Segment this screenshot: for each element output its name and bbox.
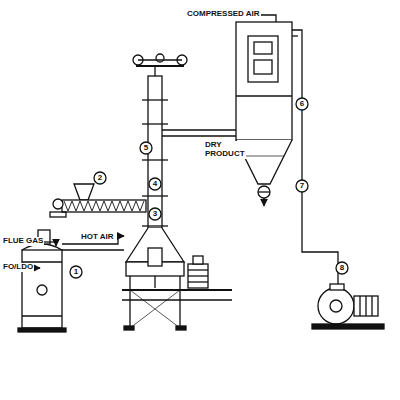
screw-feeder bbox=[50, 212, 66, 217]
bag-filter bbox=[254, 42, 272, 54]
flow-arrow bbox=[0, 0, 56, 268]
exhaust-fan bbox=[312, 284, 384, 329]
drying-column bbox=[122, 299, 232, 300]
bag-filter bbox=[254, 60, 272, 74]
callout-number: 2 bbox=[98, 174, 102, 183]
stream-label: COMPRESSED AIR bbox=[186, 10, 261, 19]
exhaust-duct bbox=[292, 35, 298, 36]
drying-column bbox=[130, 290, 180, 328]
bag-filter bbox=[236, 22, 292, 206]
stream-label: FLUE GAS bbox=[2, 237, 44, 246]
drying-column bbox=[154, 276, 155, 288]
furnace bbox=[37, 285, 47, 295]
column-top bbox=[136, 65, 184, 67]
bag-filter bbox=[236, 95, 292, 96]
drying-column bbox=[179, 276, 180, 328]
dryer-drawing bbox=[0, 0, 384, 332]
callout-number: 1 bbox=[74, 268, 78, 277]
callout-circle bbox=[149, 208, 161, 220]
bag-filter bbox=[258, 186, 270, 198]
bag-filter bbox=[236, 22, 292, 140]
drying-column bbox=[122, 76, 232, 330]
drying-column bbox=[148, 248, 162, 266]
callout-circle bbox=[70, 98, 348, 278]
screw-feeder bbox=[74, 184, 94, 200]
exhaust-fan bbox=[365, 296, 366, 316]
bag-filter bbox=[258, 191, 270, 192]
furnace bbox=[22, 315, 62, 316]
drying-column bbox=[188, 269, 208, 270]
exhaust-duct bbox=[292, 30, 338, 288]
stream-label: HOT AIR bbox=[80, 233, 115, 242]
screw-feeder bbox=[50, 184, 146, 217]
drying-column bbox=[142, 225, 168, 226]
callout-number: 6 bbox=[300, 100, 304, 109]
callout-circle bbox=[296, 180, 308, 192]
exhaust-fan bbox=[330, 284, 344, 290]
callout-number: 3 bbox=[153, 210, 157, 219]
bag-filter bbox=[248, 36, 278, 82]
flow-arrow bbox=[55, 242, 56, 246]
product-duct bbox=[162, 130, 236, 136]
callout-number: 7 bbox=[300, 182, 304, 191]
callout-circle bbox=[149, 178, 161, 190]
drying-column bbox=[122, 289, 232, 291]
exhaust-fan bbox=[318, 288, 354, 324]
drying-column bbox=[142, 123, 168, 124]
drying-column bbox=[142, 159, 168, 160]
callout-number: 4 bbox=[153, 180, 157, 189]
drying-column bbox=[176, 326, 186, 330]
callout-circle bbox=[336, 262, 348, 274]
exhaust-fan bbox=[312, 324, 384, 329]
exhaust-fan bbox=[371, 296, 372, 316]
callout-circle bbox=[70, 266, 82, 278]
callout-circle bbox=[94, 172, 106, 184]
drying-column bbox=[188, 281, 208, 282]
callout-number: 8 bbox=[340, 264, 344, 273]
screw-feeder bbox=[62, 200, 146, 212]
product-duct bbox=[162, 135, 236, 136]
screw-feeder bbox=[53, 199, 63, 209]
column-top bbox=[154, 66, 155, 76]
exhaust-fan bbox=[354, 296, 378, 316]
bag-filter bbox=[263, 198, 264, 206]
exhaust-duct bbox=[292, 30, 338, 288]
stream-label: DRY PRODUCT bbox=[204, 141, 246, 159]
column-top bbox=[156, 54, 164, 62]
drying-column bbox=[130, 290, 180, 328]
screw-feeder bbox=[64, 201, 144, 211]
callout-circle bbox=[296, 98, 308, 110]
stream-label: FO/LDO bbox=[2, 263, 34, 272]
drying-column bbox=[124, 326, 134, 330]
drying-column bbox=[129, 276, 130, 328]
product-duct bbox=[162, 129, 236, 130]
hot-air-duct bbox=[62, 249, 124, 250]
furnace bbox=[22, 250, 62, 328]
drying-column bbox=[142, 195, 168, 196]
exhaust-fan bbox=[359, 296, 360, 316]
callout-circle bbox=[140, 142, 152, 154]
exhaust-fan bbox=[330, 300, 342, 312]
furnace bbox=[18, 328, 66, 332]
drying-column bbox=[193, 256, 203, 264]
drying-column bbox=[142, 99, 168, 100]
bag-filter bbox=[244, 156, 284, 157]
callout-number: 5 bbox=[144, 144, 148, 153]
drying-column bbox=[188, 264, 208, 288]
drying-column bbox=[188, 275, 208, 276]
column-top bbox=[133, 54, 187, 76]
column-top bbox=[138, 59, 182, 60]
